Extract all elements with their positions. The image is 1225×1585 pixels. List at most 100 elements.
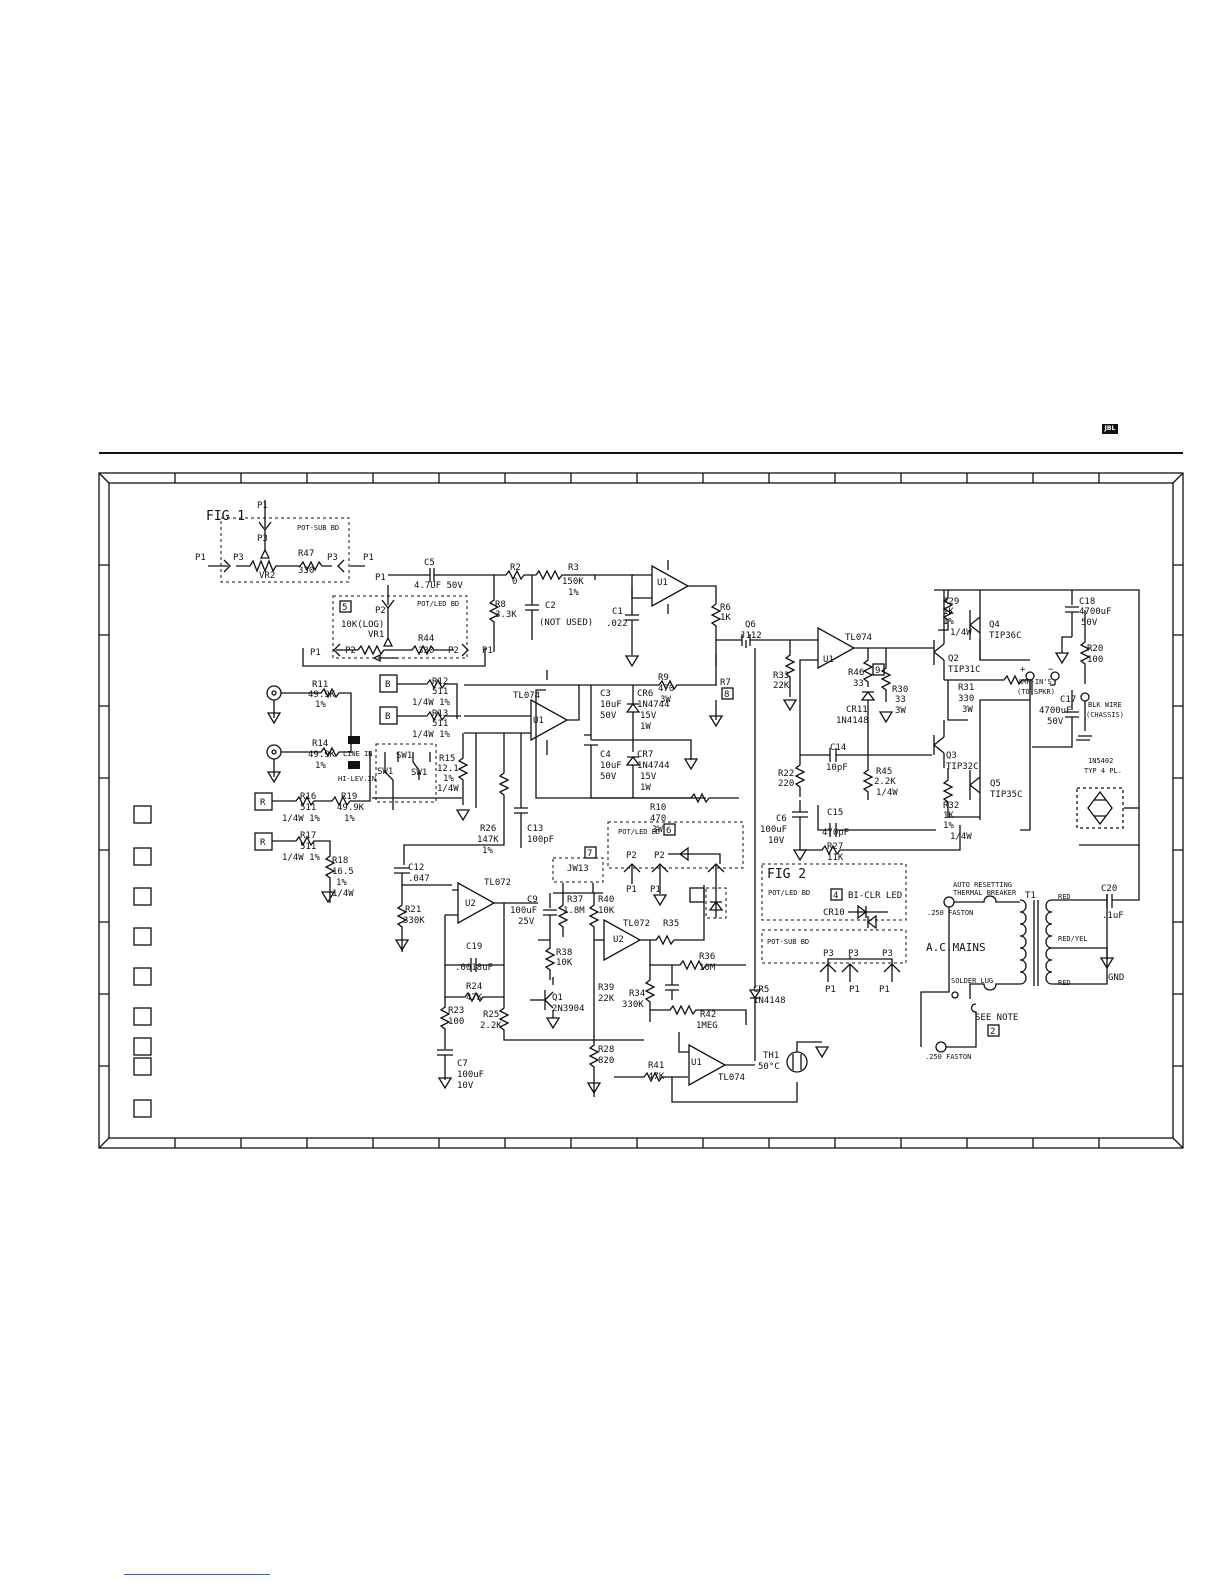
fig1-title: FIG 1 — [206, 509, 245, 524]
c4-value: 10uF — [600, 761, 622, 771]
chassis-label: (CHASSIS) — [1086, 711, 1124, 719]
c3-label: C3 — [600, 689, 611, 699]
c9-label: C9 — [527, 895, 538, 905]
c7-value: 100uF — [457, 1070, 484, 1080]
vr1-label: VR1 — [368, 630, 384, 640]
hi-lev-label: HI-LEV.IN — [338, 775, 376, 783]
cr7-power: 1W — [640, 783, 651, 793]
c5-label: C5 — [424, 558, 435, 568]
r16-value: 511 — [300, 803, 316, 813]
connector-r-2-label: R — [260, 838, 266, 848]
r15-tol: 1% — [443, 774, 454, 784]
r14-label: R14 — [312, 739, 328, 749]
connector-b-1-label: B — [385, 680, 390, 690]
c7-voltage: 10V — [457, 1081, 474, 1091]
ac-mains-wiring — [920, 845, 1140, 1053]
sw1-label-top: SW1 — [396, 751, 412, 761]
r47-value: 330 — [298, 566, 314, 576]
r8-label: R8 — [495, 600, 506, 610]
note-4-box — [830, 888, 843, 901]
r17-label: R17 — [300, 831, 316, 841]
faston-2: .250 FASTON — [925, 1053, 971, 1061]
r10-label: R10 — [650, 803, 666, 813]
r45-power: 1/4W — [876, 788, 898, 798]
to-spkr-label: (TO SPKR) — [1017, 688, 1055, 696]
r30-value: 33 — [895, 695, 906, 705]
c17-label: C17 — [1060, 695, 1076, 705]
r16-tol: 1/4W 1% — [282, 814, 321, 824]
r39-value: 22K — [598, 994, 615, 1004]
c7-label: C7 — [457, 1059, 468, 1069]
cr5-value: 1N4148 — [753, 996, 786, 1006]
r18-power: 1/4W — [332, 889, 354, 899]
c15-label: C15 — [827, 808, 843, 818]
r12-label: R12 — [432, 677, 448, 687]
u2b-wiring — [603, 885, 747, 1025]
r38-value: 10K — [556, 958, 573, 968]
cr6-value: 1N4744 — [637, 700, 670, 710]
revision-boxes — [133, 805, 152, 1118]
r25-label: R25 — [483, 1010, 499, 1020]
q4-value: TIP36C — [989, 631, 1022, 641]
gnd-label: GND — [1108, 973, 1124, 983]
footer-link-underline[interactable] — [124, 1574, 270, 1575]
jbl-logo: JBL — [1102, 424, 1118, 434]
q3-label: Q3 — [946, 751, 957, 761]
fig2-p1-b: P1 — [849, 985, 860, 995]
fig2-title: FIG 2 — [767, 867, 806, 882]
r9-label: R9 — [658, 673, 669, 683]
r6-value: 1K — [720, 613, 731, 623]
r40-value: 10K — [598, 906, 615, 916]
see-note-label: SEE NOTE — [975, 1013, 1018, 1023]
power-supply-wiring — [1025, 590, 1139, 829]
faston-1: .250 FASTON — [927, 909, 973, 917]
r24-label: R24 — [466, 982, 482, 992]
driver-stage-wiring — [716, 626, 961, 856]
r34-value: 330K — [622, 1000, 644, 1010]
c13-label: C13 — [527, 824, 543, 834]
cr6-label: CR6 — [637, 689, 653, 699]
pot-led-6-p1-b: P1 — [650, 885, 661, 895]
wire-red-yel: RED/YEL — [1058, 935, 1088, 943]
hi-lev-switch-icon — [348, 761, 360, 769]
r21-value: 330K — [403, 916, 425, 926]
cr5-label: CR5 — [753, 985, 769, 995]
cr10-label: CR10 — [823, 908, 845, 918]
r14-tol: 1% — [315, 761, 326, 771]
r11-tol: 1% — [315, 700, 326, 710]
c1-value: .022 — [606, 619, 628, 629]
p2-left: P2 — [345, 646, 356, 656]
note-5: 5 — [342, 603, 347, 613]
note-7-box — [584, 846, 597, 859]
r36-value: 10M — [699, 963, 716, 973]
c9-voltage: 25V — [518, 917, 535, 927]
led-subframe — [705, 887, 727, 919]
r45-label: R45 — [876, 767, 892, 777]
r32-value: 1K — [943, 811, 954, 821]
r46-label: R46 — [848, 668, 864, 678]
r33-label: R33 — [773, 671, 789, 681]
r10-value: 470 — [650, 814, 666, 824]
input-chain-wiring — [388, 560, 722, 666]
bi-clr-led-label: BI-CLR LED — [848, 891, 902, 901]
r42-value: 1MEG — [696, 1021, 718, 1031]
q6-label: Q6 — [745, 620, 756, 630]
tl072a-label: TL072 — [484, 878, 511, 888]
fig2-pot-led-label: POT/LED BD — [768, 889, 810, 897]
r3-tol: 1% — [568, 588, 579, 598]
r35-label: R35 — [663, 919, 679, 929]
r13-tol: 1/4W 1% — [412, 730, 451, 740]
r20-value: 100 — [1087, 655, 1103, 665]
fig1-wiring — [208, 500, 365, 573]
c6-value: 100uF — [760, 825, 787, 835]
amp-minus: − — [1048, 665, 1054, 675]
jw13-label: JW13 — [567, 864, 589, 874]
r6-label: R6 — [720, 603, 731, 613]
note-6-box — [663, 823, 676, 836]
r2-value: 0 — [512, 577, 517, 587]
fig2-p1-c: P1 — [879, 985, 890, 995]
r30-power: 3W — [895, 706, 906, 716]
line-in-label: LINE IN — [343, 750, 373, 758]
supply-regulator-wiring — [579, 655, 739, 804]
fig2-p1-a: P1 — [825, 985, 836, 995]
